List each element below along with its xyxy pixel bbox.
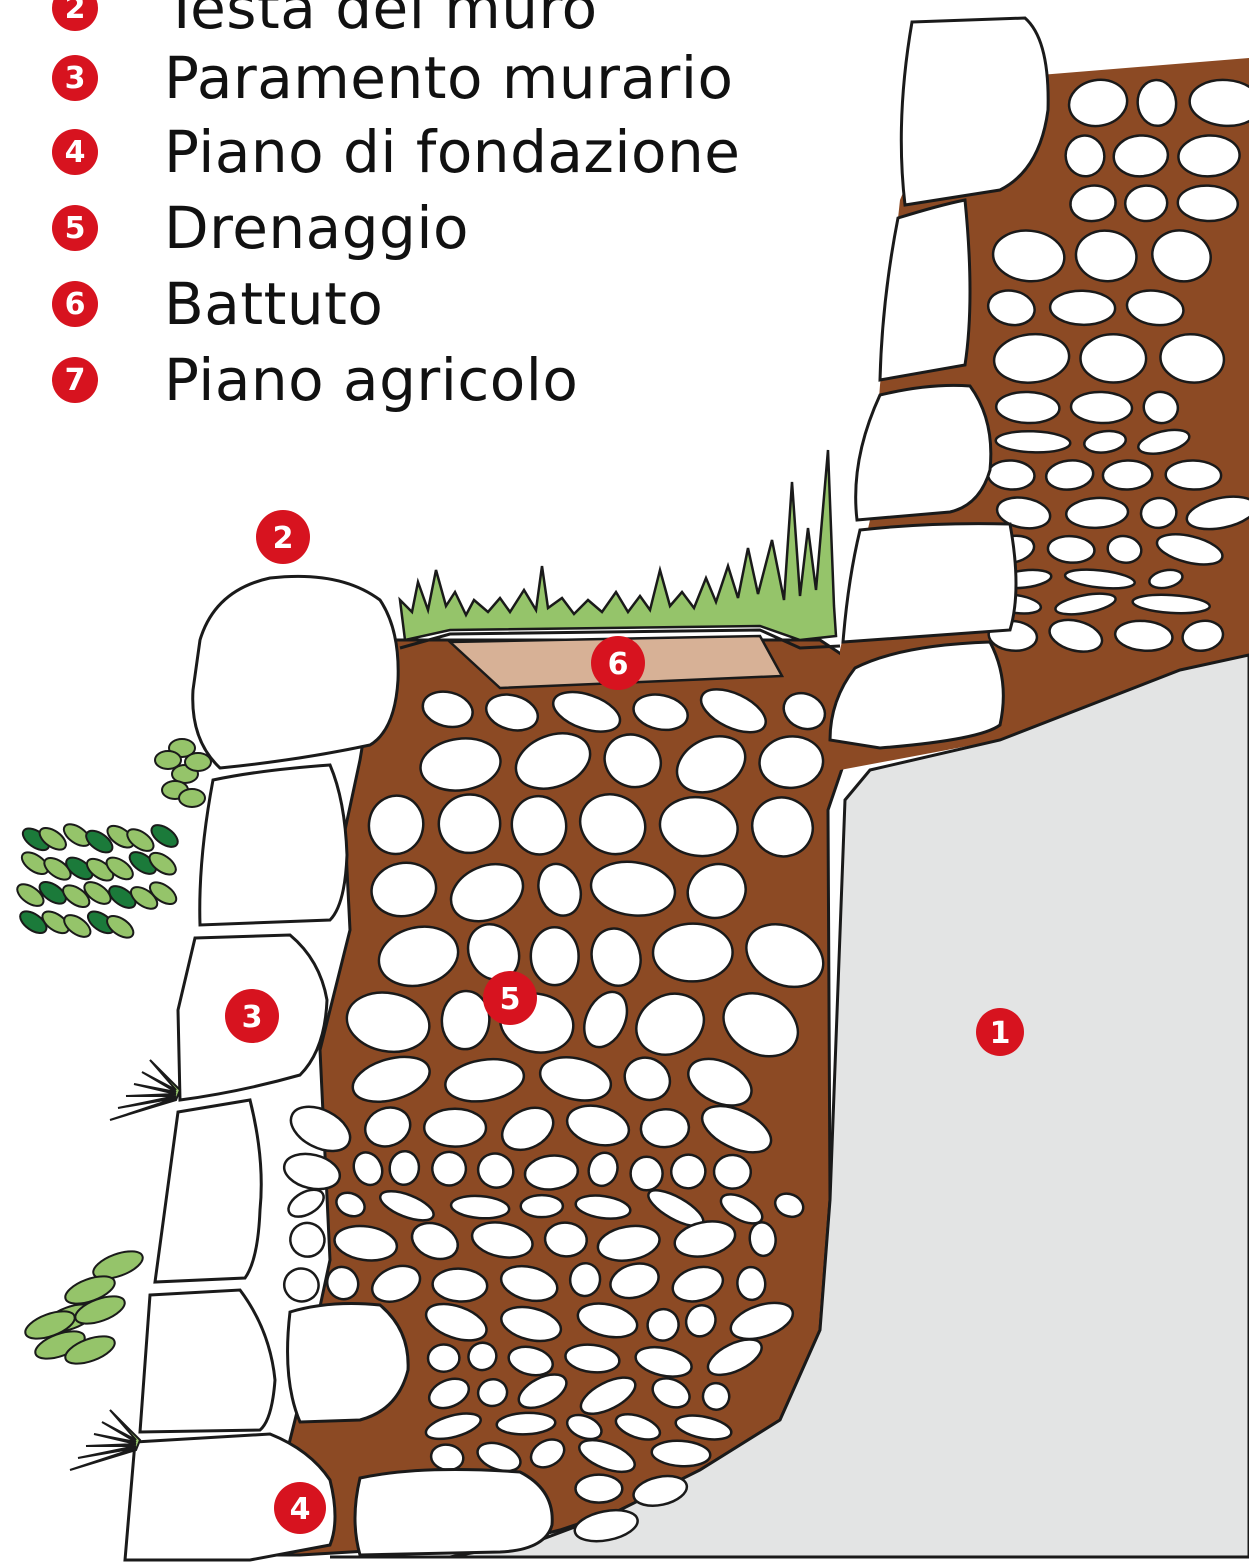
callout-foundation: 4	[274, 1482, 326, 1534]
callout-wall-face-number: 3	[242, 1000, 263, 1035]
stone	[1125, 185, 1168, 222]
face-stone	[155, 1100, 261, 1282]
callout-wall-face: 3	[225, 989, 279, 1043]
stone	[653, 923, 733, 982]
callout-drainage: 5	[483, 971, 537, 1025]
stone	[1102, 460, 1152, 491]
face-stone	[200, 765, 347, 925]
upper-face-stone	[880, 200, 970, 380]
stone	[1165, 460, 1221, 490]
leaf	[185, 753, 211, 771]
face-stone	[288, 1304, 409, 1422]
stone	[996, 391, 1060, 424]
foundation-stone	[355, 1470, 552, 1555]
head-stone	[193, 576, 398, 768]
grass-tuft	[70, 1410, 140, 1470]
stone	[530, 927, 578, 985]
grass-strip	[400, 450, 836, 640]
stone	[1177, 184, 1238, 222]
face-stone	[140, 1290, 275, 1432]
leaf	[103, 912, 137, 942]
stone	[1070, 391, 1132, 424]
upper-face-stone	[856, 385, 991, 520]
stone	[286, 1219, 329, 1261]
callout-battuto: 6	[591, 636, 645, 690]
stone	[281, 1265, 321, 1304]
stone	[713, 1154, 752, 1190]
callout-bedrock: 1	[976, 1008, 1024, 1056]
callout-battuto-number: 6	[608, 647, 629, 682]
fern-icon	[14, 820, 182, 942]
callout-wall-head: 2	[256, 510, 310, 564]
stone	[576, 1475, 623, 1503]
callout-bedrock-number: 1	[990, 1016, 1011, 1051]
leaf	[179, 789, 205, 807]
callout-foundation-number: 4	[290, 1492, 311, 1527]
stone	[521, 1195, 563, 1217]
stone	[424, 1109, 486, 1147]
stone	[1080, 334, 1146, 383]
stone	[1050, 290, 1116, 326]
upper-face-stone	[843, 524, 1016, 642]
callout-drainage-number: 5	[500, 982, 521, 1017]
grass-tuft	[110, 1060, 180, 1120]
callout-wall-head-number: 2	[273, 521, 294, 556]
stone	[630, 1157, 662, 1191]
stone	[428, 1344, 460, 1372]
